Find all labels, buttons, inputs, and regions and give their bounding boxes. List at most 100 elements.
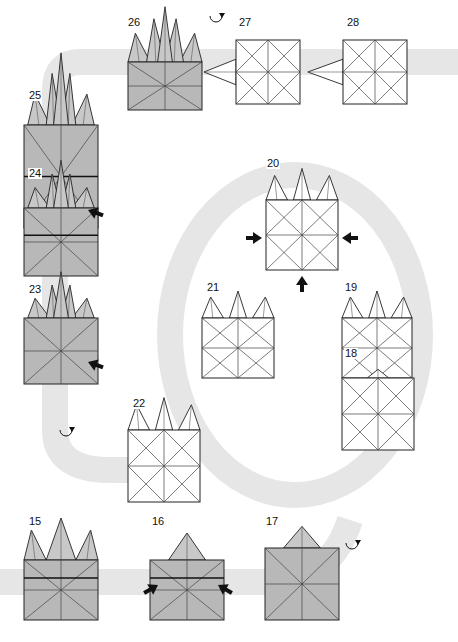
fold-line: [135, 33, 139, 62]
fold-line: [378, 369, 379, 378]
fold-line: [266, 200, 302, 235]
push-arrow: [342, 232, 358, 244]
origami-figure: [266, 169, 338, 271]
fold-line: [52, 74, 53, 126]
fold-line: [343, 40, 407, 104]
fold-line: [377, 291, 378, 318]
fold-line: [24, 318, 98, 384]
origami-figure: [150, 533, 224, 620]
fold-line: [150, 577, 224, 579]
step-number: 16: [151, 516, 165, 527]
paper-square: [343, 40, 407, 104]
fold-line: [52, 285, 53, 318]
fold-line: [24, 208, 98, 276]
fold-line: [150, 560, 224, 620]
fold-line: [238, 348, 274, 378]
paper-square: [24, 318, 98, 384]
fold-line: [24, 318, 98, 384]
flap-point: [342, 297, 363, 318]
paper-square: [128, 62, 202, 110]
step-number: 23: [28, 284, 42, 295]
fold-line: [342, 318, 412, 378]
push-arrow: [253, 232, 262, 244]
origami-figure: [128, 398, 200, 502]
flap-point: [308, 59, 343, 85]
flap-point: [54, 53, 69, 125]
turn-over-symbol: [346, 543, 358, 549]
fold-line: [268, 72, 300, 104]
fold-line: [238, 291, 239, 318]
fold-line: [375, 72, 407, 104]
flap-point: [202, 297, 224, 318]
origami-figure: [24, 53, 98, 228]
fold-line: [308, 72, 343, 73]
fold-line: [202, 318, 274, 378]
push-arrow: [95, 363, 104, 369]
fold-line: [202, 318, 274, 378]
step-number: 18: [344, 348, 358, 359]
push-arrow: [296, 276, 308, 292]
fold-line: [165, 7, 166, 62]
fold-line: [154, 19, 156, 62]
step-number: 25: [28, 90, 42, 101]
fold-line: [236, 40, 300, 104]
turn-over-symbol: [355, 540, 361, 545]
fold-line: [68, 285, 69, 318]
step-number: 15: [28, 516, 42, 527]
flap-point: [46, 518, 76, 560]
fold-line: [343, 40, 375, 72]
fold-line: [265, 548, 339, 620]
origami-figure: [24, 160, 98, 276]
origami-figure: [342, 369, 414, 450]
fold-line: [236, 40, 300, 104]
fold-line: [343, 72, 375, 104]
fold-line: [61, 160, 62, 208]
fold-line: [128, 62, 202, 110]
fold-line: [61, 53, 62, 125]
turn-over-symbol: [60, 427, 75, 436]
turn-over-symbol: [346, 540, 361, 549]
fold-line: [327, 176, 329, 201]
step-number: 26: [127, 17, 141, 28]
fold-line: [266, 200, 338, 270]
flap-point: [284, 526, 321, 548]
fold-line: [24, 560, 98, 620]
fold-line: [342, 378, 414, 450]
flap-point: [229, 291, 246, 318]
fold-line: [128, 62, 202, 110]
fold-line: [31, 530, 35, 560]
flap-point: [369, 291, 386, 318]
fold-line: [164, 466, 200, 502]
push-arrow: [296, 276, 308, 285]
fold-line: [265, 548, 339, 620]
fold-line: [377, 318, 412, 348]
origami-figure: [204, 40, 300, 104]
push-arrow: [147, 580, 161, 595]
origami-figure: [265, 526, 339, 620]
fold-line: [35, 188, 39, 208]
push-arrow: [350, 236, 358, 240]
turn-over-symbol: [210, 16, 222, 22]
origami-figure: [308, 40, 407, 104]
fold-line: [24, 234, 98, 236]
fold-line: [342, 414, 378, 450]
turn-over-symbol: [210, 13, 225, 22]
flap-point: [293, 169, 310, 201]
fold-line: [164, 430, 200, 466]
fold-line: [375, 40, 407, 72]
step-number: 20: [266, 158, 280, 169]
paper-square: [236, 40, 300, 104]
fold-line: [236, 40, 268, 72]
fold-line: [204, 72, 236, 73]
flap-point: [252, 297, 274, 318]
step-number: 21: [206, 282, 220, 293]
origami-figure: [24, 272, 98, 384]
step-number: 24: [28, 168, 42, 179]
fold-line: [61, 272, 62, 318]
fold-line: [350, 297, 352, 318]
flap-point: [169, 533, 206, 560]
fold-line: [24, 208, 98, 276]
fold-line: [24, 560, 98, 620]
fold-line: [87, 530, 91, 560]
